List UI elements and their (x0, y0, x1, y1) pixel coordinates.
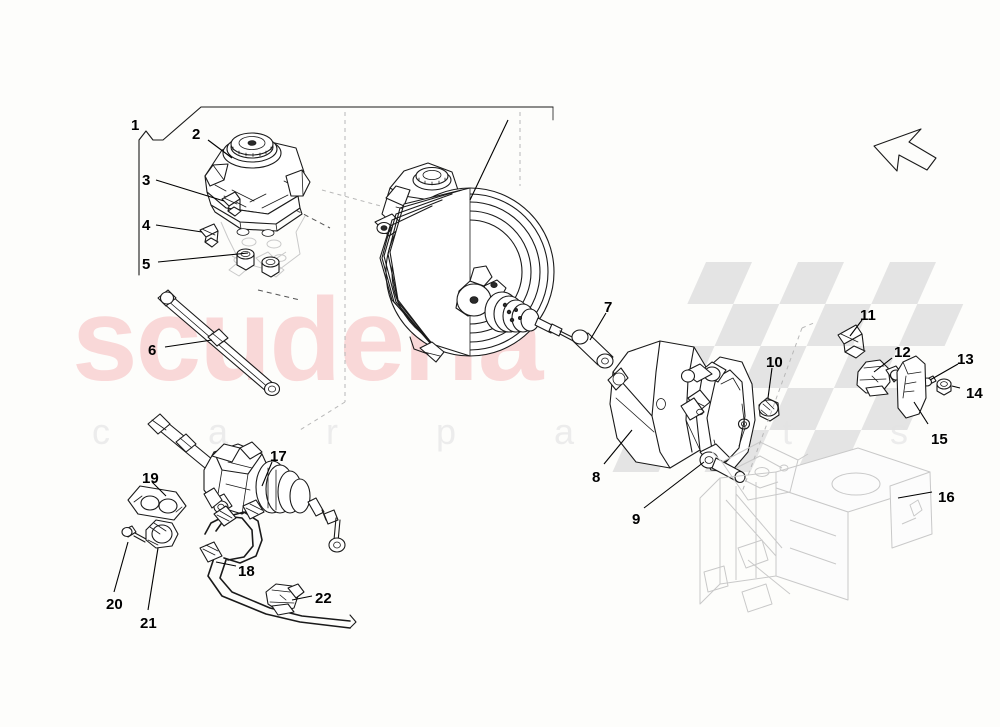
callout-21: 21 (140, 615, 157, 632)
part-bolt-lower (199, 223, 219, 248)
group-boundary-line (138, 106, 554, 276)
callout-9: 9 (632, 511, 641, 528)
callout-17: 17 (270, 448, 287, 465)
callout-14: 14 (966, 385, 983, 402)
callout-6: 6 (148, 342, 157, 359)
callout-3: 3 (142, 172, 151, 189)
callout-12: 12 (894, 344, 911, 361)
callout-22: 22 (315, 590, 332, 607)
part-push-rod (157, 289, 281, 397)
part-plug-cap (758, 397, 780, 422)
callout-4: 4 (142, 217, 151, 234)
part-hose-clamp (145, 519, 179, 549)
part-clevis-pin (571, 329, 614, 369)
callout-13: 13 (957, 351, 974, 368)
reservoir-cap (230, 132, 274, 159)
part-gasket-plate (127, 485, 187, 521)
part-screw-small (121, 525, 147, 543)
part-grommet-seal (236, 248, 280, 278)
callout-16: 16 (938, 489, 955, 506)
assembly-axis-lines (257, 112, 521, 431)
callout-18: 18 (238, 563, 255, 580)
part-fluid-hose (199, 487, 357, 629)
callout-20: 20 (106, 596, 123, 613)
direction-arrow (873, 128, 937, 172)
part-fluid-reservoir (204, 132, 311, 237)
callout-19: 19 (142, 470, 159, 487)
part-bushing (936, 378, 952, 396)
callout-1: 1 (131, 117, 140, 134)
part-cover-plate (896, 355, 927, 419)
servo-hub (455, 265, 581, 345)
part-clutch-master-cylinder (147, 413, 346, 553)
callout-5: 5 (142, 256, 151, 273)
callout-15: 15 (931, 431, 948, 448)
callout-11: 11 (860, 307, 876, 324)
part-bolt-upper (221, 191, 242, 217)
callout-leader-lines (113, 119, 961, 611)
part-brake-servo-booster (374, 162, 581, 363)
part-pipe-connector (265, 583, 305, 616)
callout-10: 10 (766, 354, 783, 371)
callout-8: 8 (592, 469, 601, 486)
callout-7: 7 (604, 299, 613, 316)
callout-2: 2 (192, 126, 201, 143)
part-bolt-bracket (837, 324, 866, 359)
part-bulkhead-panel (699, 321, 933, 613)
